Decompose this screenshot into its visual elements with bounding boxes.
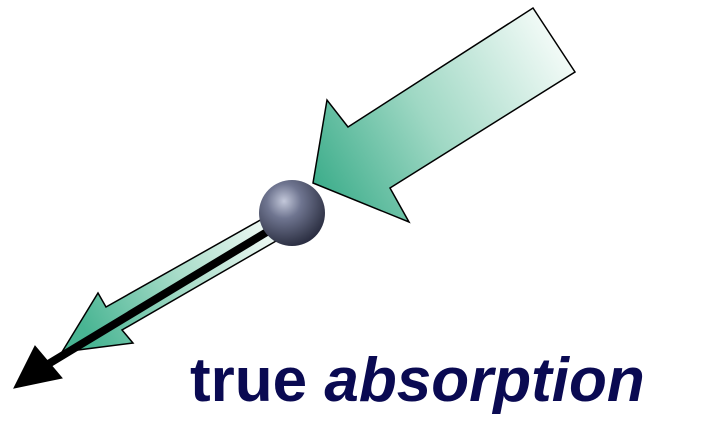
caption-word-absorption: absorption <box>324 346 644 415</box>
particle-sphere-icon <box>259 180 325 246</box>
trajectory-line <box>45 218 290 366</box>
diagram-caption: true absorption <box>190 350 645 412</box>
incoming-beam-arrow-icon <box>313 8 575 222</box>
trajectory-arrow-icon <box>14 346 62 388</box>
caption-word-true: true <box>190 346 307 415</box>
